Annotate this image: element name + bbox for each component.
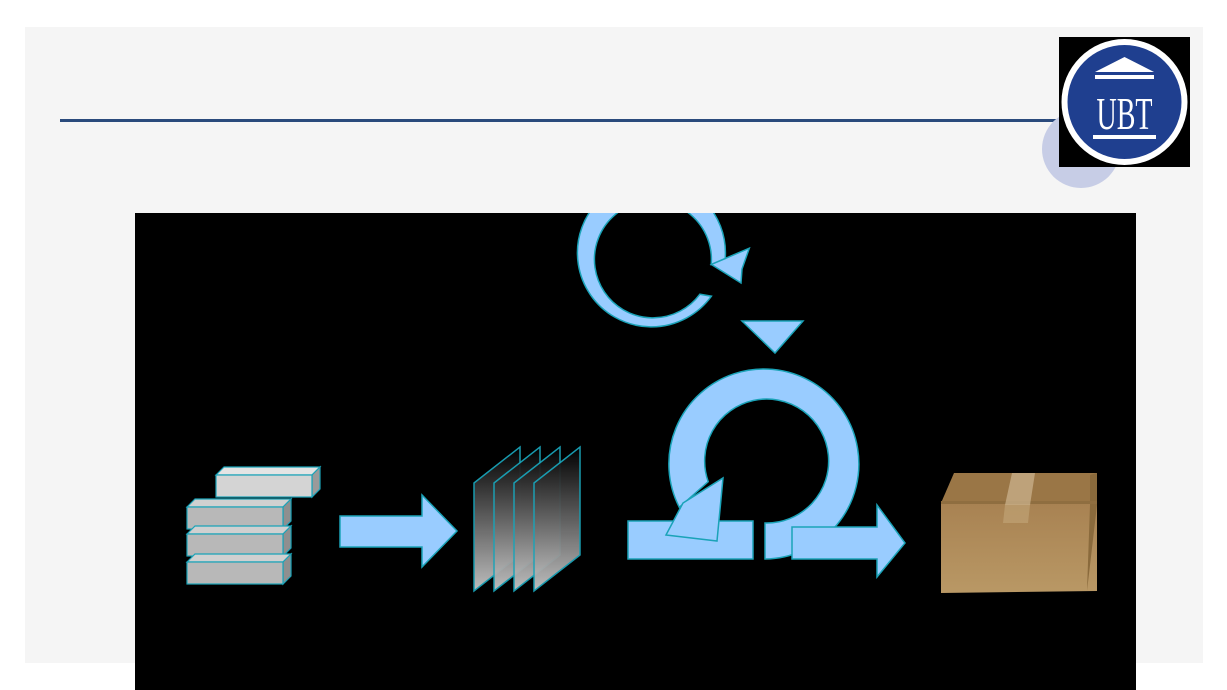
glass-sheets-icon	[473, 445, 581, 593]
daily-cycle-arrow-icon	[576, 213, 751, 328]
logo-base	[1093, 135, 1156, 139]
cycle-base-bar	[627, 520, 754, 560]
exit-arrow-icon	[791, 502, 906, 580]
stacked-blocks-icon	[185, 465, 322, 586]
logo-pediment-icon	[1095, 57, 1154, 72]
cycle-arrows-icon	[576, 213, 906, 580]
ubt-logo: UBT	[1059, 37, 1190, 167]
scrum-process-diagram	[135, 213, 1136, 690]
logo-text: UBT	[1097, 88, 1153, 139]
cardboard-box-icon	[941, 473, 1097, 593]
logo-beam	[1095, 75, 1154, 79]
logo-disc	[1067, 45, 1182, 159]
title-divider-line	[60, 119, 1060, 122]
right-arrow-icon	[339, 493, 459, 569]
